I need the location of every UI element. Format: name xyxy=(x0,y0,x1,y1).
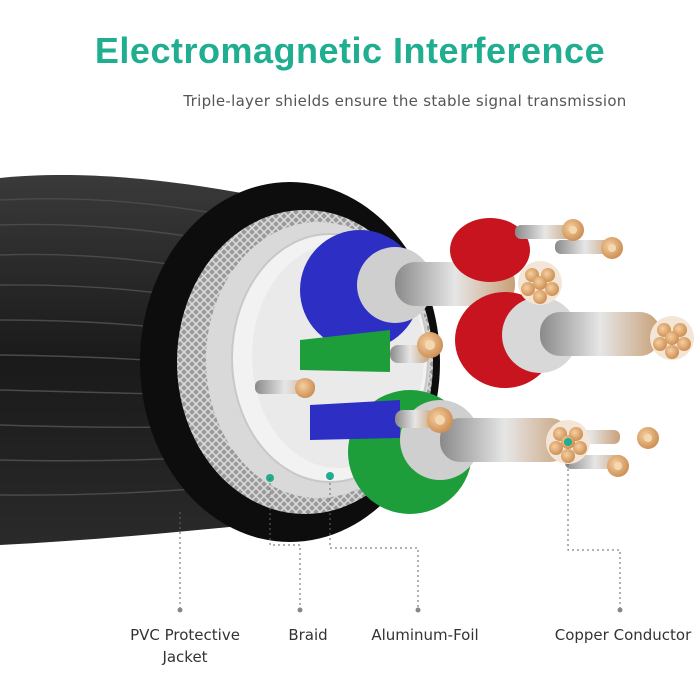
callout-pvc-jacket-line2: Jacket xyxy=(162,648,208,666)
callout-endpoints xyxy=(177,607,623,613)
callout-braid: Braid xyxy=(288,626,328,644)
page-subtitle: Triple-layer shields ensure the stable s… xyxy=(183,92,627,110)
callout-pvc-jacket: PVC Protective Jacket xyxy=(115,624,255,668)
callout-copper-conductor: Copper Conductor xyxy=(554,626,692,644)
copper-conductors xyxy=(295,219,694,477)
page-title: Electromagnetic Interference xyxy=(94,30,606,71)
callout-pvc-jacket-line1: PVC Protective xyxy=(130,626,240,644)
callout-leaders xyxy=(179,464,621,608)
callout-aluminum-foil: Aluminum-Foil xyxy=(371,626,479,644)
foil-marker-dot xyxy=(326,472,334,480)
twisted-pairs xyxy=(255,218,660,514)
